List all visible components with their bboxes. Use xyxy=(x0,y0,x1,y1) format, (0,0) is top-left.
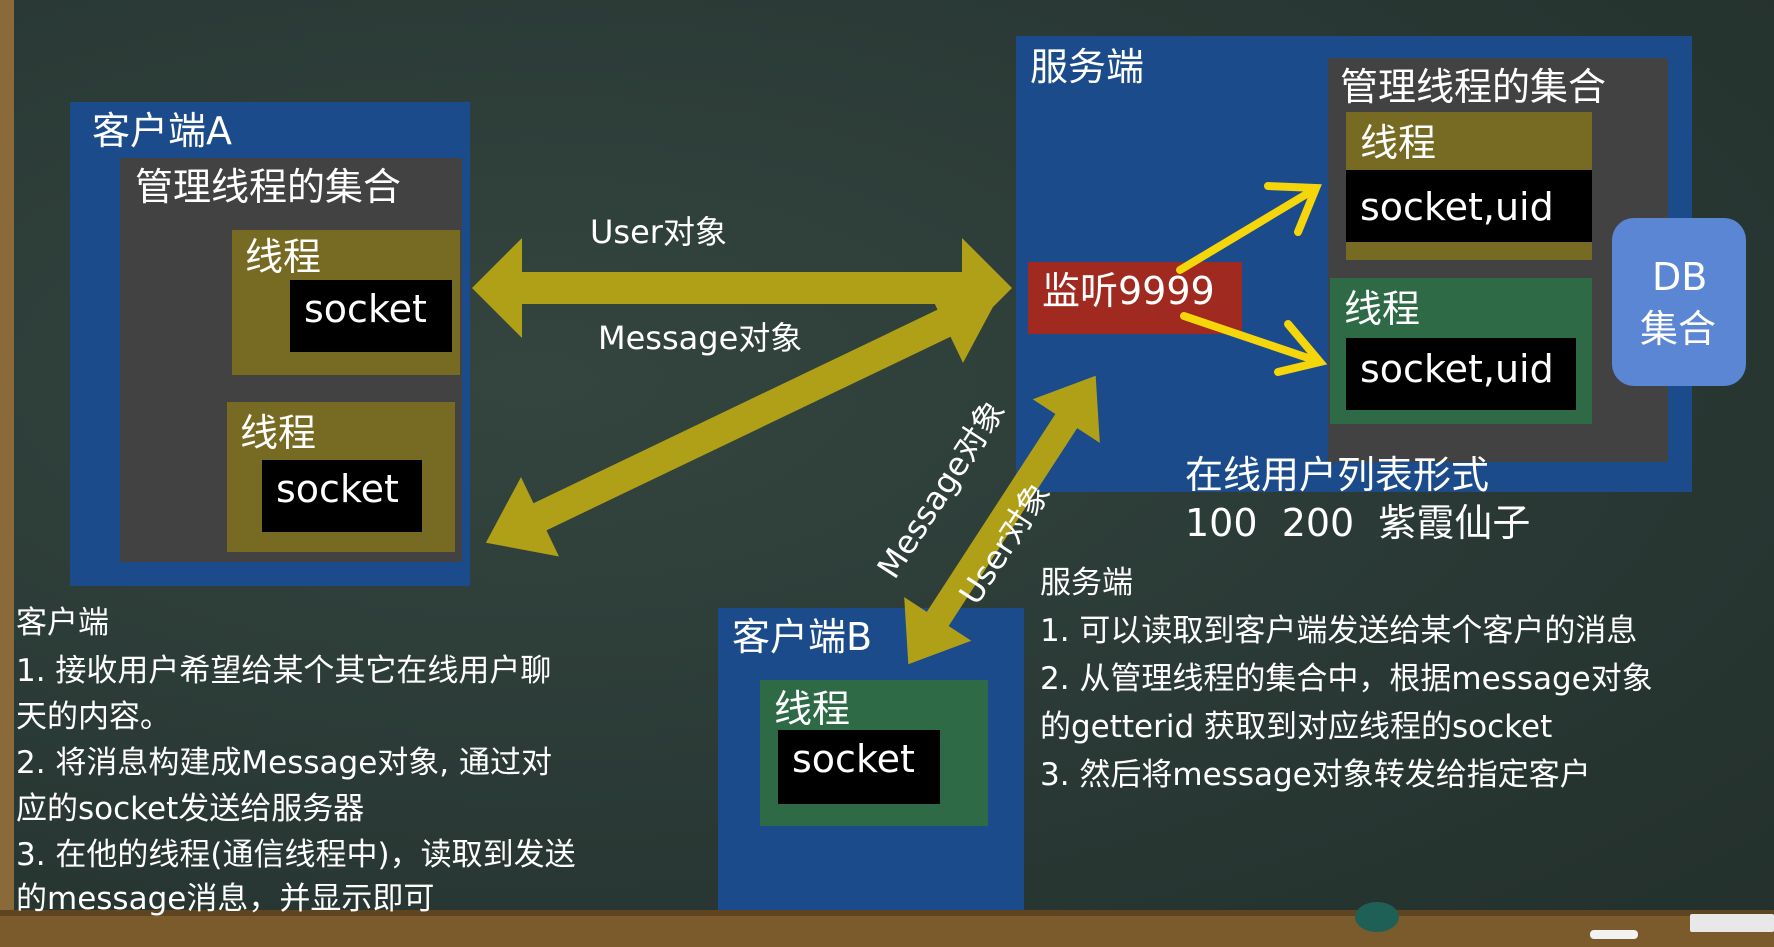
client-b-socket-box xyxy=(778,730,940,804)
server-note-line: 的getterid 获取到对应线程的socket xyxy=(1040,709,1553,745)
server-title: 服务端 xyxy=(1030,45,1145,89)
db-line-1: DB xyxy=(1652,255,1708,299)
online-list-label: 在线用户列表形式 xyxy=(1185,453,1490,497)
client-note-line: 应的socket发送给服务器 xyxy=(16,791,365,827)
server-thread-2-label: 线程 xyxy=(1344,287,1421,331)
client-note-line: 天的内容。 xyxy=(16,699,171,735)
client-b-socket: socket xyxy=(792,737,915,781)
server-socket-2: socket,uid xyxy=(1360,347,1554,391)
client-a-socket-1-box xyxy=(290,280,452,352)
board-frame-bottom xyxy=(0,910,1774,947)
client-a-socket-2-box xyxy=(262,460,422,532)
double-arrow-client-b xyxy=(904,375,1100,665)
client-b-thread-label: 线程 xyxy=(774,687,851,731)
server-note-line: 1. 可以读取到客户端发送给某个客户的消息 xyxy=(1040,613,1638,649)
client-note-line: 1. 接收用户希望给某个其它在线用户聊 xyxy=(16,653,552,689)
server-thread-1-label: 线程 xyxy=(1360,121,1437,165)
server-note-line: 2. 从管理线程的集合中，根据message对象 xyxy=(1040,661,1653,697)
message-object-label: Message对象 xyxy=(598,319,803,357)
client-a-thread-1-label: 线程 xyxy=(245,235,322,279)
board-frame-left xyxy=(0,0,14,947)
eraser-icon xyxy=(1690,914,1774,932)
listen-label: 监听9999 xyxy=(1042,269,1215,313)
server-collection-title: 管理线程的集合 xyxy=(1340,65,1607,109)
client-a-socket-2: socket xyxy=(276,467,399,511)
online-list-example: 100 200 紫霞仙子 xyxy=(1185,501,1531,545)
listen-to-thread-2-arrow xyxy=(1180,312,1328,376)
client-a-socket-1: socket xyxy=(304,287,427,331)
server-socket-2-box xyxy=(1346,338,1576,410)
cursor-highlight xyxy=(1355,902,1399,932)
client-b-title: 客户端B xyxy=(732,615,873,659)
chalk-icon xyxy=(1590,930,1638,939)
client-note-line: 的message消息，并显示即可 xyxy=(16,881,435,917)
client-note-line: 2. 将消息构建成Message对象, 通过对 xyxy=(16,745,553,781)
server-note-line: 3. 然后将message对象转发给指定客户 xyxy=(1040,757,1591,793)
double-arrow-user xyxy=(472,238,1012,338)
server-socket-1-box xyxy=(1346,170,1592,242)
board-ledge xyxy=(0,910,1774,916)
db-box xyxy=(1612,218,1746,386)
client-a-collection-title: 管理线程的集合 xyxy=(135,165,402,209)
client-notes-heading: 客户端 xyxy=(16,605,109,641)
client-note-line: 3. 在他的线程(通信线程中)，读取到发送 xyxy=(16,837,576,873)
server-socket-1: socket,uid xyxy=(1360,185,1554,229)
db-line-2: 集合 xyxy=(1640,307,1717,351)
user-object-label: User对象 xyxy=(590,213,727,251)
server-notes-heading: 服务端 xyxy=(1040,565,1133,601)
double-arrow-message xyxy=(485,283,999,557)
client-a-title: 客户端A xyxy=(92,109,232,153)
client-a-thread-2-label: 线程 xyxy=(240,411,317,455)
listen-to-thread-1-arrow xyxy=(1176,182,1322,274)
